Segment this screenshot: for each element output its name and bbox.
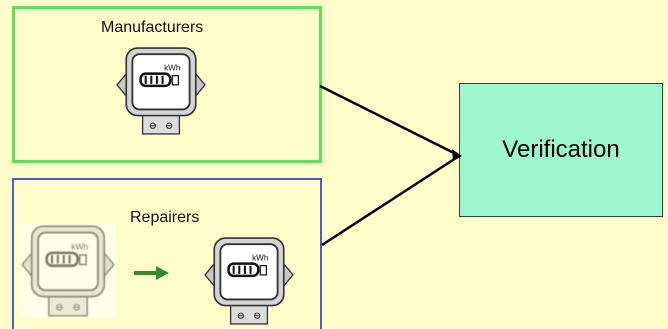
verification-box: Verification <box>459 83 663 217</box>
manufacturers-to-verification-arrow <box>319 84 457 156</box>
repairers-group <box>12 178 322 329</box>
meter-unit-label: kWh <box>164 64 180 73</box>
repaired-kwh-meter-icon: kWh <box>203 236 295 326</box>
manufacturers-label: Manufacturers <box>101 19 204 36</box>
verification-label: Verification <box>502 136 620 163</box>
faded-kwh-meter-icon: kWh <box>20 224 116 318</box>
faded-meter-unit-label: kWh <box>71 242 88 252</box>
manufacturers-group <box>12 6 322 163</box>
repairers-to-verification-arrow <box>321 156 457 247</box>
transfer-arrow-icon <box>134 266 169 280</box>
repairers-label: Repairers <box>130 209 200 226</box>
kwh-meter-icon: kWh <box>115 46 207 136</box>
arrowhead-icon <box>452 149 462 161</box>
repaired-meter-unit-label: kWh <box>252 254 268 263</box>
